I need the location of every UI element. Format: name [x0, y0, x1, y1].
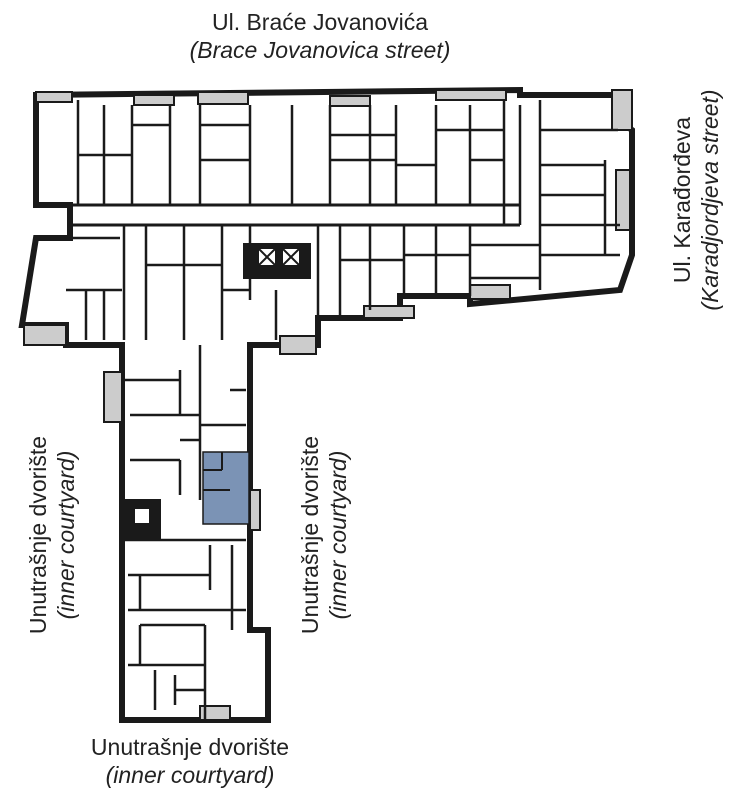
- courtyard-label-bottom: Unutrašnje dvorište (inner courtyard): [60, 733, 320, 789]
- interior-walls: [76, 100, 620, 290]
- courtyard-label-left: Unutrašnje dvorište (inner courtyard): [24, 390, 80, 680]
- courtyard-label-middle-english: (inner courtyard): [325, 450, 351, 620]
- street-label-right: Ul. Karađorđeva (Karadjordjeva street): [668, 55, 724, 345]
- interior-walls-lower: [66, 225, 540, 340]
- courtyard-label-bottom-local: Unutrašnje dvorište: [90, 734, 290, 760]
- street-label-top: Ul. Braće Jovanovića (Brace Jovanovica s…: [0, 8, 640, 64]
- street-label-right-local: Ul. Karađorđeva: [669, 116, 695, 284]
- courtyard-label-middle: Unutrašnje dvorište (inner courtyard): [296, 390, 352, 680]
- corridor: [70, 203, 520, 227]
- street-label-right-english: (Karadjordjeva street): [697, 89, 723, 311]
- balconies: [23, 89, 633, 721]
- street-label-top-local: Ul. Braće Jovanovića: [211, 9, 429, 35]
- street-label-top-english: (Brace Jovanovica street): [189, 37, 451, 63]
- stair-core: [123, 499, 161, 539]
- courtyard-label-left-local: Unutrašnje dvorište: [25, 435, 51, 635]
- elevator-core: [243, 243, 311, 279]
- highlighted-apartment-walls: [203, 452, 230, 491]
- highlighted-apartment[interactable]: [202, 451, 250, 525]
- courtyard-label-left-english: (inner courtyard): [53, 450, 79, 620]
- courtyard-label-middle-local: Unutrašnje dvorište: [297, 435, 323, 635]
- interior-walls-wing: [122, 345, 246, 720]
- courtyard-label-bottom-english: (inner courtyard): [105, 762, 275, 788]
